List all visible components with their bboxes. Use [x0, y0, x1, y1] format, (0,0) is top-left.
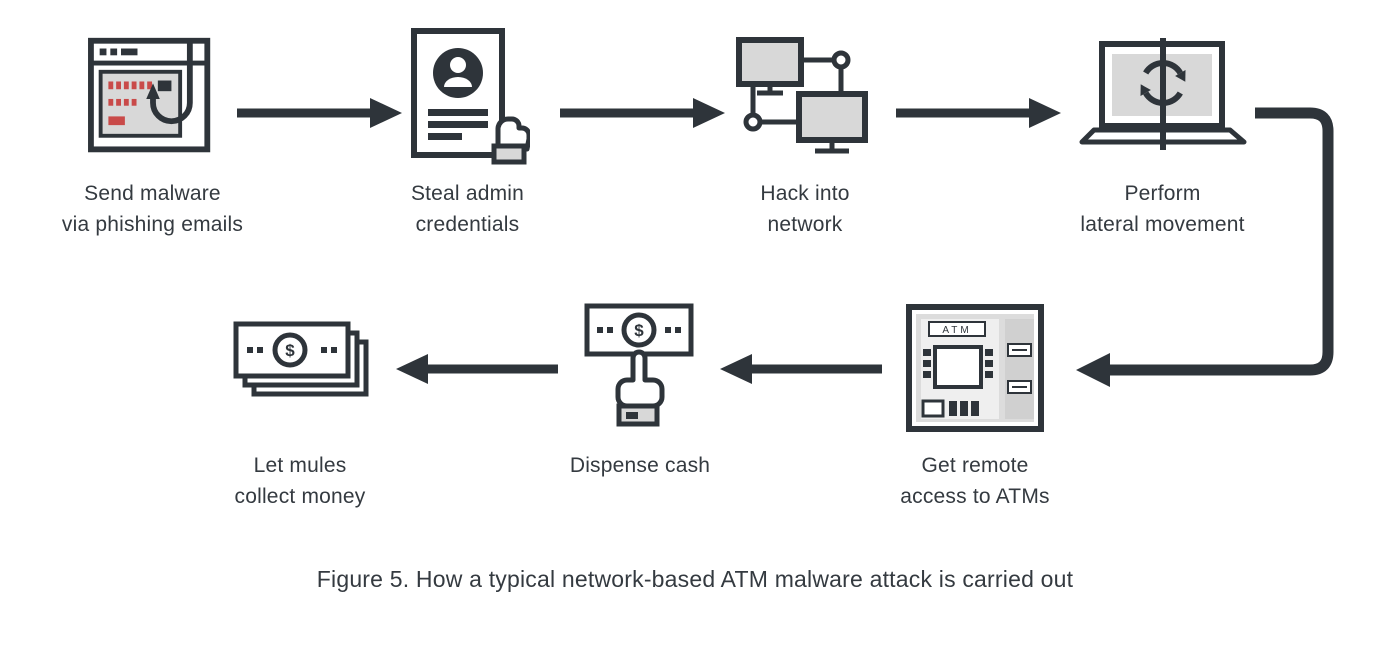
phishing-email-icon	[87, 28, 219, 166]
step-hack-network: Hack into network	[700, 28, 910, 240]
flow-arrow-right-1	[237, 98, 402, 128]
step-label: Hack into network	[760, 182, 850, 236]
hand-dispensing-cash-icon: $	[583, 298, 698, 438]
step-label: Steal admin credentials	[410, 182, 525, 236]
step-send-malware: Send malware via phishing emails	[25, 28, 280, 240]
network-computers-icon	[735, 28, 875, 166]
step-label: Let mules collect money	[234, 454, 366, 508]
step-label: Dispense cash	[569, 454, 711, 477]
flow-arrow-left-2	[396, 354, 558, 384]
step-dispense-cash: $ Dispense cash	[540, 298, 740, 481]
step-steal-credentials: Steal admin credentials	[350, 28, 585, 240]
admin-credentials-icon	[410, 28, 530, 165]
step-label: Send malware via phishing emails	[61, 182, 244, 236]
money-stack-icon: $	[228, 298, 372, 438]
svg-text:$: $	[285, 341, 295, 360]
lateral-movement-laptop-icon	[1079, 38, 1246, 150]
wrap-connector-arrow	[1076, 107, 1334, 387]
phishing-email-icon	[87, 37, 210, 153]
step-label: Perform lateral movement	[1080, 182, 1245, 236]
atm-machine-icon: ATM	[905, 298, 1045, 438]
lateral-movement-laptop-icon	[1078, 28, 1248, 166]
step-mules-collect-money: $ Let mules collect money	[190, 298, 410, 512]
money-stack-icon: $	[233, 321, 369, 397]
network-computers-icon	[736, 37, 868, 154]
hand-dispensing-cash-icon: $	[584, 303, 693, 427]
admin-credentials-icon	[406, 28, 530, 166]
svg-text:ATM: ATM	[942, 325, 971, 336]
flow-arrow-right-2	[560, 98, 725, 128]
svg-text:$: $	[634, 321, 644, 340]
step-lateral-movement: Perform lateral movement	[1040, 28, 1285, 240]
figure-caption: Figure 5. How a typical network-based AT…	[316, 566, 1074, 592]
step-label: Get remote access to ATMs	[900, 454, 1050, 508]
flow-arrow-left-1	[720, 354, 882, 384]
flow-arrow-right-3	[896, 98, 1061, 128]
step-remote-access-atm: ATM Get remote access to ATMs	[870, 298, 1080, 512]
atm-machine-icon: ATM	[906, 304, 1044, 432]
